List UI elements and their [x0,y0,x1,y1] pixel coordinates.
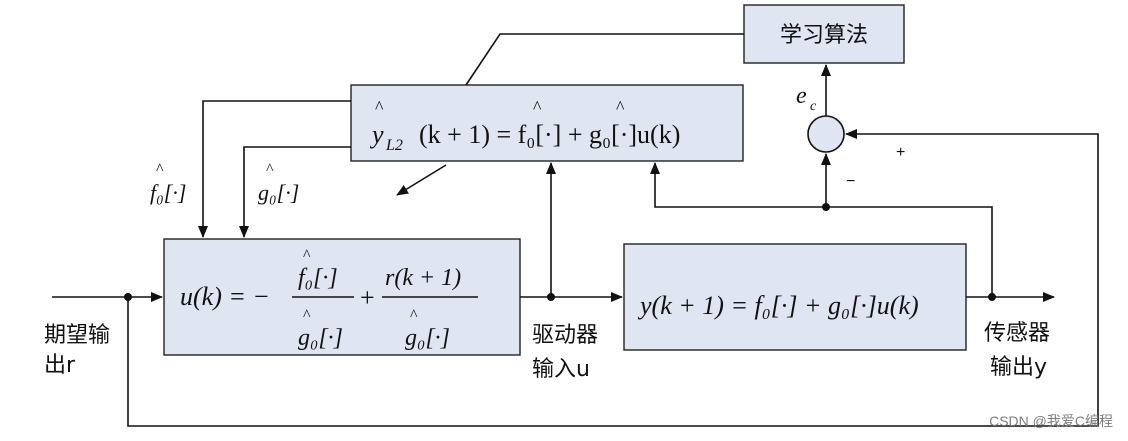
estimator-hat-g: ^ [616,97,625,117]
f0-signal-label: f₀[·] [150,180,186,205]
controller-numerator-2: r(k + 1) [385,265,461,291]
controller-hat-g1: ^ [303,307,311,324]
plus-sign: + [896,144,905,161]
g0-hat: ^ [266,161,274,178]
controller-hat-g2: ^ [410,307,418,324]
f0-hat: ^ [156,161,164,178]
sensor-output-label-line1: 传感器 [984,321,1050,346]
estimator-equation-rest: (k + 1) = f₀[·] + g₀[·]u(k) [419,120,680,149]
summing-junction [807,115,845,153]
controller-plus: + [360,283,375,312]
sensor-output-label-line2: 输出y [990,355,1047,380]
minus-sign: − [846,173,855,190]
g0-signal-label: g₀[·] [258,180,299,205]
actuator-input-label-line2: 输入u [532,357,590,382]
learning-to-estimator-line [465,33,744,86]
plant-box [623,243,967,351]
error-symbol: e [796,83,807,109]
controller-lhs: u(k) = − [180,282,270,311]
learning-adjust-arrow [396,164,447,196]
controller-denominator-1: g₀[·] [298,325,343,351]
desired-output-label-line1: 期望输 [44,323,110,348]
controller-equation: u(k) = − f₀[·] g₀[·] + r(k + 1) g₀[·] ^ … [180,247,478,351]
estimator-y-subscript: L2 [385,137,403,154]
learning-algorithm-label: 学习算法 [780,23,868,48]
estimator-hat-f: ^ [533,97,542,117]
g0-feed-line [239,146,351,238]
estimator-equation: y L2 (k + 1) = f₀[·] + g₀[·]u(k) ^ ^ ^ [369,97,680,154]
error-subscript: c [810,99,817,114]
plant-equation: y(k + 1) = f₀[·] + g₀[·]u(k) [637,291,919,320]
controller-numerator-1: f₀[·] [298,265,338,291]
connections [52,33,1099,427]
watermark: CSDN @我爱C编程 [989,413,1113,429]
estimator-box [350,84,744,162]
desired-output-label-line2: 出r [44,353,76,378]
estimator-y-symbol: y [369,120,384,149]
reference-to-summer-line [127,129,1099,427]
controller-hat-f: ^ [303,247,311,264]
estimator-hat-y: ^ [375,97,384,117]
learning-algorithm-box [743,4,905,64]
controller-denominator-2: g₀[·] [405,325,450,351]
actuator-input-label-line1: 驱动器 [532,323,598,348]
f0-feed-line [198,100,351,238]
